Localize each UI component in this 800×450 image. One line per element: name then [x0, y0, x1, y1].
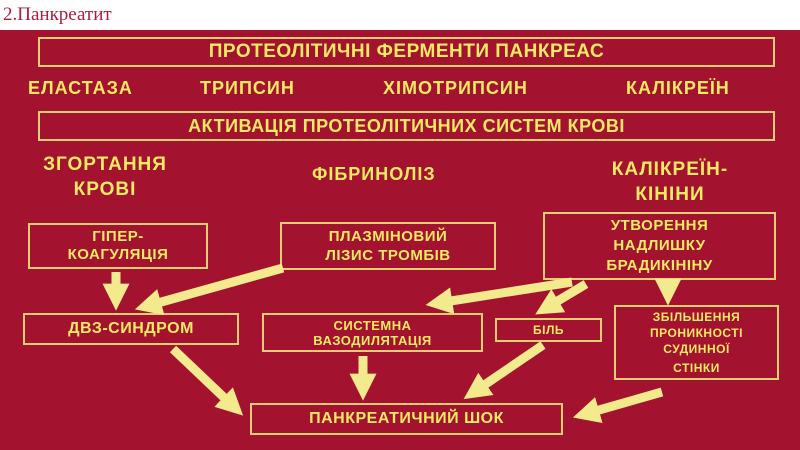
bradykinin-box: УТВОРЕННЯ НАДЛИШКУ БРАДИКІНІНУ: [543, 212, 776, 280]
enzyme-kallikrein: КАЛІКРЕЇН: [626, 78, 730, 98]
permeability-line-3: СУДИННОЇ: [663, 342, 730, 356]
system-fibrinolysis: ФІБРИНОЛІЗ: [312, 164, 436, 184]
plasmin-lysis-line-1: ПЛАЗМІНОВИЙ: [328, 228, 448, 245]
enzyme-trypsin: ТРИПСИН: [200, 78, 295, 98]
permeability-line-4: СТІНКИ: [673, 361, 720, 375]
system-kallikrein-kinins: КАЛІКРЕЇН- КІНІНИ: [585, 157, 755, 207]
system-kallikrein-line-2: КІНІНИ: [635, 184, 705, 205]
pain-text: БІЛЬ: [532, 323, 564, 337]
system-kallikrein-line-1: КАЛІКРЕЇН-: [611, 159, 729, 180]
enzyme-chymotrypsin: ХІМОТРИПСИН: [383, 78, 528, 98]
activation-box: АКТИВАЦІЯ ПРОТЕОЛІТИЧНИХ СИСТЕМ КРОВІ: [38, 111, 775, 141]
diagram-slide: [0, 30, 800, 450]
vasodilation-line-1: СИСТЕМНА: [333, 317, 412, 333]
pancreatic-shock-box: ПАНКРЕАТИЧНИЙ ШОК: [250, 403, 563, 435]
enzyme-elastase: ЕЛАСТАЗА: [28, 78, 133, 98]
vasodilation-line-2: ВАЗОДИЛЯТАЦІЯ: [313, 332, 432, 348]
system-coagulation-line-1: ЗГОРТАННЯ: [43, 154, 167, 175]
system-coagulation-line-2: КРОВІ: [73, 179, 137, 200]
hypercoagulation-box: ГІПЕР- КОАГУЛЯЦІЯ: [28, 223, 208, 269]
permeability-line-2: ПРОНИКНОСТІ: [650, 326, 743, 340]
title-bar: 2.Панкреатит: [0, 0, 800, 30]
slide-title: 2.Панкреатит: [3, 4, 112, 25]
vasodilation-box: СИСТЕМНА ВАЗОДИЛЯТАЦІЯ: [262, 313, 483, 352]
plasmin-lysis-box: ПЛАЗМІНОВИЙ ЛІЗИС ТРОМБІВ: [280, 222, 496, 270]
pancreatic-shock-text: ПАНКРЕАТИЧНИЙ ШОК: [309, 410, 504, 427]
permeability-box: ЗБІЛЬШЕННЯ ПРОНИКНОСТІ СУДИННОЇ СТІНКИ: [614, 305, 779, 380]
bradykinin-line-3: БРАДИКІНІНУ: [606, 257, 713, 274]
enzymes-header-box: ПРОТЕОЛІТИЧНІ ФЕРМЕНТИ ПАНКРЕАС: [38, 37, 775, 67]
enzymes-header-text: ПРОТЕОЛІТИЧНІ ФЕРМЕНТИ ПАНКРЕАС: [208, 41, 605, 62]
permeability-line-1: ЗБІЛЬШЕННЯ: [652, 310, 741, 324]
dic-syndrome-text: ДВЗ-СИНДРОМ: [68, 320, 194, 337]
hypercoagulation-line-1: ГІПЕР-: [92, 228, 144, 245]
activation-text: АКТИВАЦІЯ ПРОТЕОЛІТИЧНИХ СИСТЕМ КРОВІ: [188, 115, 625, 136]
bradykinin-line-2: НАДЛИШКУ: [613, 237, 706, 254]
pain-box: БІЛЬ: [495, 318, 602, 342]
bradykinin-line-1: УТВОРЕННЯ: [610, 217, 709, 234]
hypercoagulation-line-2: КОАГУЛЯЦІЯ: [67, 246, 169, 263]
dic-syndrome-box: ДВЗ-СИНДРОМ: [23, 313, 239, 345]
system-coagulation: ЗГОРТАННЯ КРОВІ: [20, 152, 190, 202]
plasmin-lysis-line-2: ЛІЗИС ТРОМБІВ: [325, 247, 451, 264]
